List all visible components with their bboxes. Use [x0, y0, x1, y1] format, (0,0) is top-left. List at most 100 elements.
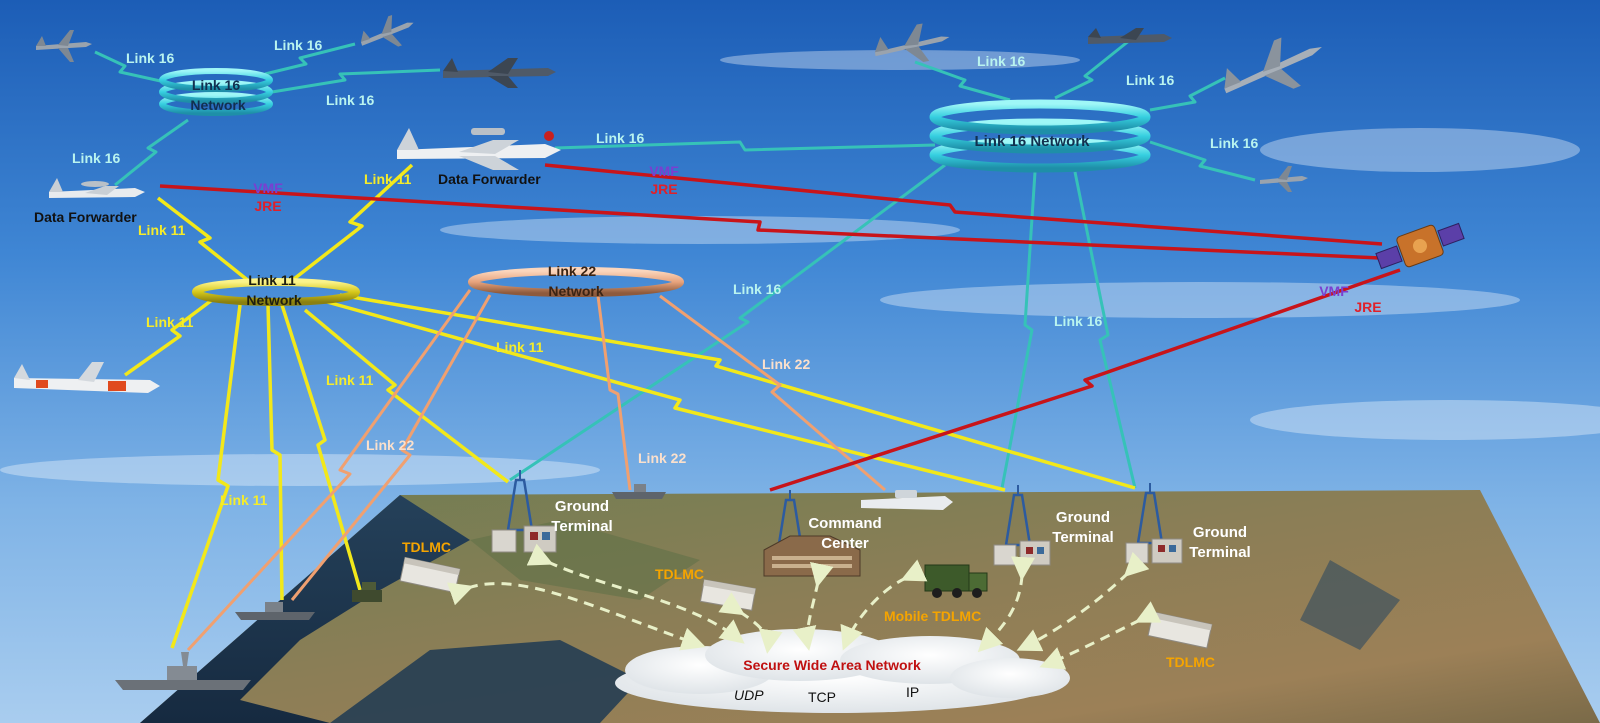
link16-line: [1000, 171, 1037, 489]
link22-network-label: Link 22: [548, 263, 596, 279]
network-labels: Link 16 Network Link 16 Network Link 11 …: [190, 77, 1090, 308]
warship-icon: [235, 602, 315, 620]
tdlmc-label: TDLMC: [402, 539, 451, 555]
wan-arrow: [977, 556, 1036, 653]
ground-terminal-label: Ground: [1056, 509, 1110, 526]
sky-clouds: [0, 50, 1600, 486]
warship-icon: [612, 484, 666, 499]
vmf-jre-connections: [159, 163, 1401, 492]
link16-line: [271, 68, 441, 94]
link16-label: Link 16: [326, 92, 374, 108]
link16-network-left-label: Network: [190, 97, 245, 113]
link16-line: [1149, 76, 1226, 112]
link22-line: [290, 294, 492, 601]
link11-label: Link 11: [220, 492, 268, 508]
node-labels: Data Forwarder Data Forwarder Ground Ter…: [34, 171, 1251, 670]
wan-arrow: [792, 561, 834, 651]
ground-terminal-label: Terminal: [1189, 544, 1250, 561]
link11-line: [339, 293, 1136, 490]
wan-protocol-label: IP: [906, 684, 919, 700]
link16-line: [1073, 171, 1137, 489]
command-center-label: Center: [821, 535, 869, 552]
mobile-tdlmc-label: Mobile TDLMC: [884, 608, 981, 624]
link16-line: [264, 42, 356, 76]
link11-label: Link 11: [146, 314, 194, 330]
wan-title: Secure Wide Area Network: [743, 657, 921, 673]
jre-label: JRE: [254, 198, 281, 214]
link11-network-label: Link 11: [248, 272, 296, 288]
tdlmc-label: TDLMC: [1166, 654, 1215, 670]
patrol-aircraft-icon: [14, 362, 160, 393]
link11-line: [303, 308, 510, 484]
link16-label: Link 16: [1210, 135, 1258, 151]
link11-labels: Link 11 Link 11 Link 11 Link 11 Link 11 …: [138, 171, 544, 508]
wan-arrow: [840, 559, 928, 651]
tdlmc-label: TDLMC: [655, 566, 704, 582]
fighter-jet-icon: [443, 58, 556, 88]
vmf-label: VMF: [1319, 283, 1349, 299]
wan-protocol-label: UDP: [734, 687, 764, 703]
fighter-jet-icon: [874, 23, 950, 62]
satellite-icon: [1375, 222, 1465, 270]
link22-labels: Link 22 Link 22 Link 22: [366, 356, 810, 466]
vmf-label: VMF: [253, 180, 283, 196]
wan-arrow: [447, 582, 706, 651]
link22-line: [659, 294, 886, 492]
link16-line: [94, 50, 166, 84]
link11-line: [266, 304, 284, 601]
link16-network-right-label: Link 16 Network: [974, 133, 1090, 150]
link22-network-label: Network: [548, 283, 603, 299]
jre-label: JRE: [1354, 299, 1381, 315]
ground-terminal-label: Terminal: [1052, 529, 1113, 546]
jre-label: JRE: [650, 181, 677, 197]
ground-terminal-label: Ground: [555, 498, 609, 515]
warship-icon: [115, 652, 251, 690]
link11-network-label: Network: [246, 292, 301, 308]
wan-arrow: [718, 592, 783, 654]
fighter-jet-icon: [1260, 166, 1308, 192]
wan-labels: Secure Wide Area Network UDP TCP IP: [734, 657, 921, 705]
link11-line: [280, 304, 362, 591]
link22-label: Link 22: [762, 356, 810, 372]
command-center-label: Command: [808, 515, 881, 532]
tdlmc-shelter-icon: [399, 556, 461, 594]
link16-network-left-label: Link 16: [192, 77, 240, 93]
link16-label: Link 16: [596, 130, 644, 146]
link11-line: [123, 298, 214, 377]
fighter-jet-icon: [36, 30, 92, 62]
link11-line: [170, 304, 242, 649]
fighter-jet-icon: [1224, 37, 1322, 94]
fighter-jet-icon: [1088, 28, 1172, 44]
link16-network-left: [159, 68, 273, 116]
link16-label: Link 16: [1126, 72, 1174, 88]
vmf-jre-line: [544, 163, 1383, 246]
awacs-aircraft-icon: [49, 178, 145, 198]
link16-label: Link 16: [126, 50, 174, 66]
link11-line: [288, 163, 414, 284]
ground-terminal-label: Terminal: [551, 518, 612, 535]
data-forwarder-label: Data Forwarder: [438, 171, 541, 187]
link16-label: Link 16: [733, 281, 781, 297]
link11-label: Link 11: [326, 372, 374, 388]
wan-connections: [447, 543, 1162, 670]
link11-label: Link 11: [138, 222, 186, 238]
link16-label: Link 16: [274, 37, 322, 53]
patrol-boat-icon: [861, 490, 953, 510]
link11-network-ring: [192, 278, 360, 306]
link16-line: [914, 60, 1011, 102]
link11-label: Link 11: [496, 339, 544, 355]
link22-network-ring: [468, 267, 684, 297]
link16-line: [114, 118, 189, 187]
link16-line: [1054, 38, 1131, 100]
link22-line: [596, 295, 632, 491]
link16-line: [554, 140, 936, 152]
fighter-jet-icon: [360, 14, 414, 47]
vmf-jre-labels: VMF JRE VMF JRE VMF JRE: [253, 163, 1381, 315]
link16-line: [1149, 140, 1256, 182]
link22-label: Link 22: [638, 450, 686, 466]
link22-label: Link 22: [366, 437, 414, 453]
ground-terminal-label: Ground: [1193, 524, 1247, 541]
link16-label: Link 16: [977, 53, 1025, 69]
wan-arrow: [1039, 601, 1162, 670]
